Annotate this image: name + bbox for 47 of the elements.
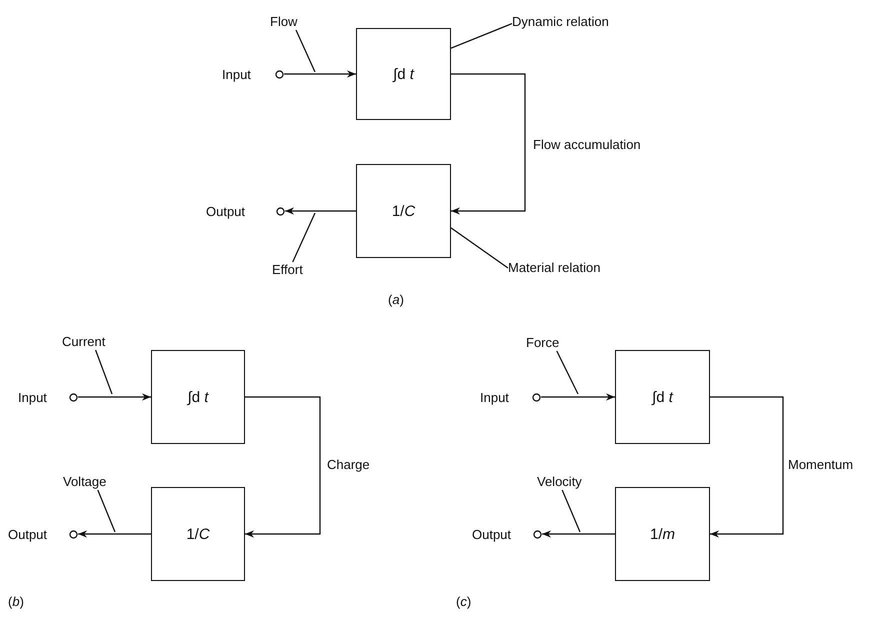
arrow	[542, 530, 615, 538]
arrow	[710, 396, 784, 538]
terminal-label: Input	[222, 66, 251, 82]
terminal-label: Input	[480, 390, 509, 404]
edge-label: Charge	[327, 457, 370, 473]
block-formula: ∫d t	[393, 66, 414, 82]
signal-label: Flow	[270, 14, 310, 30]
leader-line	[295, 30, 316, 72]
block-formula: 1/C	[392, 202, 416, 220]
block-formula: ∫d t	[652, 388, 673, 406]
arrow	[78, 530, 151, 538]
arrow	[78, 393, 151, 401]
leader-line	[95, 350, 113, 394]
signal-label: Effort	[272, 262, 318, 278]
block-formula: 1/C	[186, 526, 210, 542]
block-box	[151, 487, 245, 581]
leader-line	[562, 490, 581, 532]
panel-caption: (c)	[456, 594, 472, 609]
panel-caption: (a)	[388, 292, 404, 307]
terminal-label: Output	[8, 526, 48, 542]
arrow	[245, 396, 321, 538]
terminal-label: Output	[206, 204, 246, 218]
block-box	[615, 350, 710, 444]
block-formula: 1/m	[650, 526, 675, 542]
signal-label: Velocity	[537, 474, 593, 490]
terminal-label: Input	[18, 390, 47, 404]
block-formula: ∫d t	[188, 388, 208, 406]
signal-label: Material relation	[508, 260, 644, 276]
block-box	[356, 164, 451, 258]
arrow	[541, 393, 615, 401]
signal-label: Voltage	[63, 474, 121, 490]
block-box	[615, 487, 710, 581]
signal-label: Current	[62, 334, 118, 350]
arrow	[451, 73, 526, 215]
terminal-label: Output	[472, 526, 512, 542]
leader-line	[556, 350, 579, 394]
leader-line	[97, 490, 116, 532]
arrow	[284, 70, 356, 78]
panel-caption: (b)	[8, 594, 24, 609]
arrow	[285, 207, 356, 215]
leader-line	[450, 23, 512, 49]
block-box	[151, 350, 245, 444]
leader-line	[450, 227, 508, 268]
leader-line	[292, 212, 316, 262]
signal-label: Force	[526, 335, 570, 351]
block-box	[356, 28, 451, 120]
signal-label: Dynamic relation	[512, 14, 648, 30]
